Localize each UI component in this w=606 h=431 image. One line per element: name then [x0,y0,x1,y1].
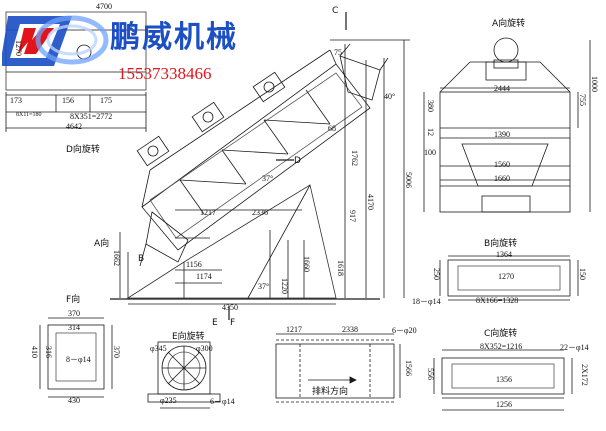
dim-label: 1256 [496,400,512,409]
dim-label: 1390 [494,130,510,139]
dim-label: 6－φ14 [210,397,235,406]
discharge-direction-note: 排料方向 [312,387,349,397]
dim-label: 2444 [494,84,510,93]
dim-label: 40° [384,92,396,101]
view-title-e: E向旋转 [172,332,205,342]
view-title-b: B向旋转 [484,239,518,249]
dim-label: 2338 [342,325,358,334]
dim-label: 22－φ14 [560,343,589,352]
dim-label: 370 [68,309,80,318]
dim-label: 370 [112,346,121,358]
dim-label: 8X351=2772 [70,112,113,121]
dim-label: 430 [68,396,80,405]
dim-label: 380 [426,100,435,112]
f-view [39,317,113,398]
dim-label: 68 [328,124,336,133]
dim-label: φ235 [160,396,177,405]
dim-label: 1174 [196,272,212,281]
dim-label: φ300 [196,344,213,353]
view-title-f: F向 [66,295,81,305]
dim-label: 1662 [112,250,121,266]
base-plan-view [275,333,401,403]
dim-label: 1356 [496,375,512,384]
c-view [433,349,573,411]
section-mark-f: F [230,318,236,328]
top-plan-view [5,11,147,132]
dim-label: 4350 [222,303,238,312]
dim-label: 1000 [590,76,599,92]
dim-label: 5006 [404,172,413,188]
dim-label: 12 [426,128,435,136]
dim-label: 917 [348,210,357,222]
dim-label: 314 [68,323,80,332]
brand-block: 鹏威机械 15537338466 [0,0,270,95]
dim-label: 755 [578,94,587,106]
dim-label: 37° [262,174,274,183]
view-title-c: C向旋转 [484,329,518,339]
dim-label: 8X352=1216 [480,342,523,351]
dim-label: 100 [424,148,436,157]
section-mark-c: C [332,6,339,16]
dim-label: 1220 [280,278,289,294]
dim-label: 1364 [496,250,512,259]
view-title-d: D向旋转 [66,145,100,155]
company-logo-icon [2,15,109,66]
section-mark-b: B [138,254,145,264]
dim-label: 4700 [96,2,112,11]
dim-label: 556 [426,368,435,380]
dim-label: 2336 [252,208,268,217]
dim-label: 2X172 [580,364,589,386]
dim-label: 8X11=180 [16,112,42,118]
dim-label: 1566 [404,360,413,376]
dim-label: 1660 [494,174,510,183]
section-mark-e: E [212,318,218,328]
dim-label: 75 [334,48,342,57]
a-view [423,37,591,213]
dim-label: 37° [258,282,270,291]
view-title-a: A向旋转 [492,19,526,29]
dim-label: 410 [30,346,39,358]
dim-label: 18－φ14 [412,297,441,306]
dim-label: 1217 [286,325,302,334]
dim-label: φ345 [150,344,167,353]
dim-label: 4170 [366,194,375,210]
dim-label: 1270 [14,40,23,56]
dim-label: 8X166=1328 [476,296,519,305]
dim-label: 156 [62,96,74,105]
dim-label: 1762 [350,150,359,166]
dim-label: 173 [10,96,22,105]
company-name: 鹏威机械 [110,20,238,55]
dim-label: 1270 [498,272,514,281]
dim-label: 1156 [186,260,202,269]
dim-label: 8－φ14 [66,355,91,364]
dim-label: 150 [578,268,587,280]
dim-label: 316 [44,346,53,358]
dim-label: 1560 [494,160,510,169]
dim-label: 4642 [66,122,82,131]
dim-label: 6－φ20 [392,326,417,335]
dim-label: 175 [100,96,112,105]
dim-label: 250 [432,268,441,280]
dim-label: 1618 [336,260,345,276]
company-phone: 15537338466 [118,64,212,83]
view-arrow-a: A向 [94,239,110,249]
side-elevation [110,12,410,320]
dim-label: 1660 [302,256,311,272]
section-mark-d: D [294,156,301,166]
e-view [147,341,221,409]
dim-label: 1217 [200,208,216,217]
b-view [439,255,579,301]
